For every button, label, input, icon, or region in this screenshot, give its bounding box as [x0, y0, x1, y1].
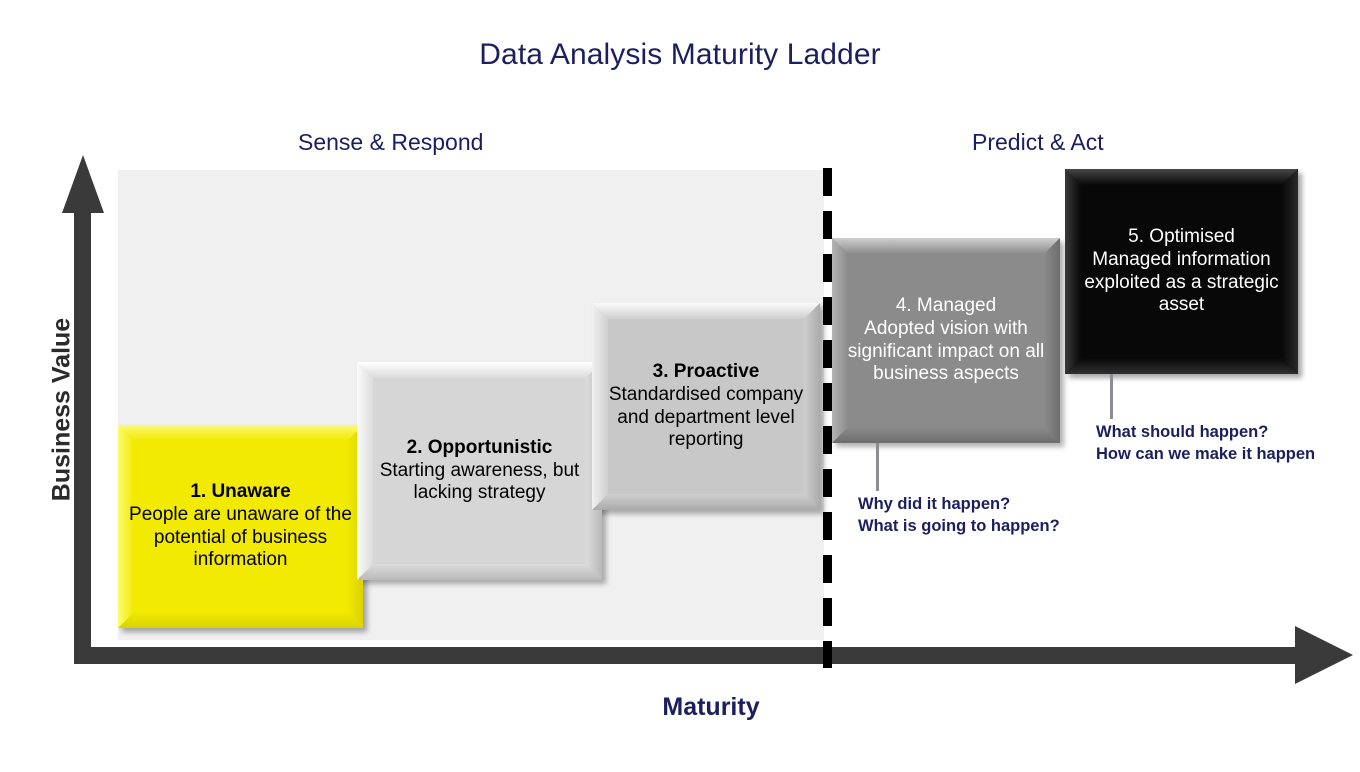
- step-4-title: 4. Managed: [895, 294, 997, 316]
- step-3-description: Standardised company and department leve…: [608, 383, 804, 451]
- y-axis-label: Business Value: [47, 317, 76, 502]
- zone-label-sense-respond: Sense & Respond: [298, 129, 484, 155]
- x-axis-arrowhead-icon: [1295, 626, 1353, 684]
- callout-note-step5: What should happen? How can we make it h…: [1096, 422, 1315, 466]
- page-title: Data Analysis Maturity Ladder: [479, 38, 881, 71]
- maturity-step-4-managed[interactable]: 4. Managed Adopted vision with significa…: [832, 238, 1060, 443]
- step-2-description: Starting awareness, but lacking strategy: [379, 459, 580, 504]
- maturity-step-5-optimised[interactable]: 5. Optimised Managed information exploit…: [1065, 169, 1298, 374]
- y-axis-arrowhead-icon: [62, 155, 104, 213]
- callout-note-step5-line2: How can we make it happen: [1096, 444, 1316, 463]
- maturity-step-1-unaware[interactable]: 1. Unaware People are unaware of the pot…: [118, 425, 363, 628]
- y-axis-line: [74, 205, 91, 664]
- x-axis-label: Maturity: [662, 693, 760, 721]
- step-5-description: Managed information exploited as a strat…: [1084, 248, 1279, 316]
- callout-note-step5-line1: What should happen?: [1096, 423, 1269, 441]
- step-3-title: 3. Proactive: [652, 360, 760, 382]
- step-1-description: People are unaware of the potential of b…: [129, 503, 352, 571]
- maturity-step-2-opportunistic[interactable]: 2. Opportunistic Starting awareness, but…: [357, 362, 602, 580]
- step-1-title: 1. Unaware: [190, 480, 291, 502]
- x-axis-line: [74, 647, 1303, 664]
- step-4-description: Adopted vision with significant impact o…: [847, 317, 1045, 385]
- callout-note-step4-line1: Why did it happen?: [858, 495, 1011, 513]
- callout-leader-line-step5: [1110, 374, 1113, 419]
- callout-note-step4: Why did it happen? What is going to happ…: [858, 494, 1060, 538]
- step-5-title: 5. Optimised: [1128, 225, 1235, 247]
- zone-divider-dashed-line: [823, 168, 832, 668]
- callout-note-step4-line2: What is going to happen?: [858, 516, 1060, 535]
- maturity-step-3-proactive[interactable]: 3. Proactive Standardised company and de…: [592, 303, 820, 510]
- step-2-title: 2. Opportunistic: [406, 436, 553, 458]
- zone-label-predict-act: Predict & Act: [972, 129, 1104, 155]
- callout-leader-line-step4: [876, 443, 879, 491]
